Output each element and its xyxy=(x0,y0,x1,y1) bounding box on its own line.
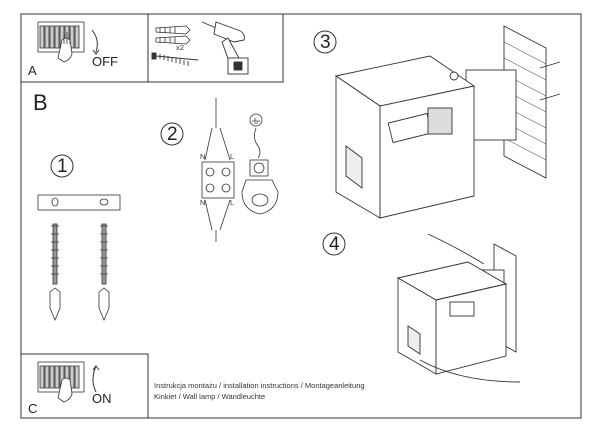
mounting-bracket-icon xyxy=(37,194,121,322)
wire-neutral-bottom-label: N xyxy=(200,198,206,207)
drill-icon xyxy=(201,21,249,75)
step-4-number: 4 xyxy=(329,234,340,255)
switch-on-label: ON xyxy=(92,391,112,406)
sheet-frame xyxy=(20,13,582,419)
turn-off-arrow-icon xyxy=(91,29,98,53)
wiring-diagram-icon xyxy=(201,98,235,242)
switch-off-label: OFF xyxy=(92,54,118,69)
breaker-panel-off-icon xyxy=(37,21,85,63)
lamp-mounting-illustration xyxy=(334,25,561,219)
wire-live-top-label: L xyxy=(230,152,235,161)
section-b-label: B xyxy=(33,90,48,115)
wire-neutral-top-label: N xyxy=(200,152,206,161)
step-3-circle xyxy=(313,30,337,54)
lamp-cover-illustration xyxy=(396,233,521,383)
wire-live-bottom-label: L xyxy=(230,198,235,207)
wall-plug-icon xyxy=(155,25,191,45)
screw-count-label: x2 xyxy=(176,43,184,52)
panel-c-frame xyxy=(20,353,149,419)
caption-line-2: Kinkiet / Wall lamp / Wandleuchte xyxy=(154,392,266,401)
step-2-number: 2 xyxy=(167,124,178,145)
caption-line-1: Instrukcja montażu / installation instru… xyxy=(154,381,365,390)
breaker-panel-on-icon xyxy=(37,361,85,403)
ground-terminal-icon xyxy=(241,113,279,215)
turn-on-arrow-icon xyxy=(92,365,97,393)
screw-icon xyxy=(151,52,199,66)
section-c-label: C xyxy=(28,401,38,416)
step-1-number: 1 xyxy=(57,156,68,177)
step-3-number: 3 xyxy=(320,32,331,53)
section-a-label: A xyxy=(28,63,37,78)
step-4-circle xyxy=(322,232,346,256)
step-2-circle xyxy=(160,122,184,146)
step-1-circle xyxy=(50,154,74,178)
